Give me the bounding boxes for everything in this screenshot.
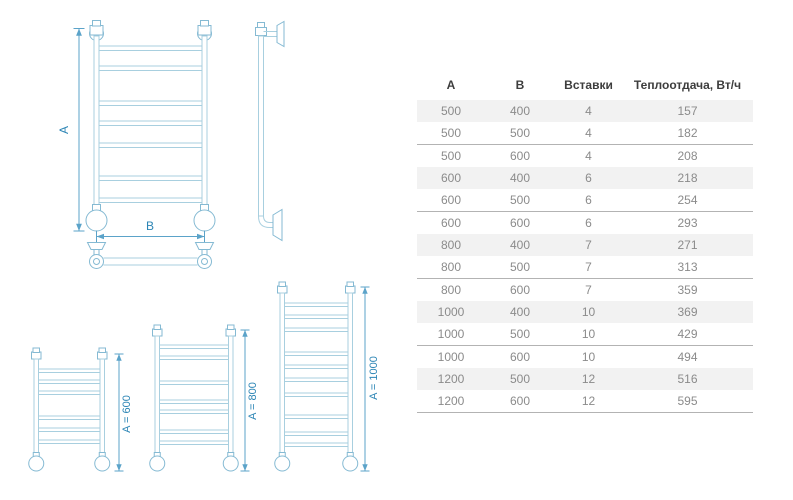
table-row: 800 600 7 359: [417, 279, 753, 302]
table-cell: 500: [485, 189, 555, 212]
table-cell: 400: [485, 234, 555, 256]
size-label-1000: A = 1000: [368, 356, 380, 400]
table-cell: 1000: [437, 350, 465, 364]
column-header-b: В: [515, 78, 525, 92]
table-cell: 293: [677, 216, 698, 230]
table-cell: 800: [417, 256, 485, 279]
table-cell: 12: [555, 368, 622, 390]
dimension-1000: A = 1000: [360, 286, 380, 472]
table-cell: 10: [555, 301, 622, 323]
table-cell: 600: [509, 149, 531, 163]
size-drawing-800: A = 800: [149, 324, 259, 472]
table-cell: 600: [440, 216, 462, 230]
table-cell: 182: [622, 122, 753, 145]
table-cell: 500: [485, 323, 555, 346]
table-cell: 429: [622, 323, 753, 346]
table-cell: 10: [555, 323, 622, 346]
table-cell: 600: [485, 390, 555, 413]
table-header-row: А В Вставки Теплоотдача, Вт/ч: [417, 76, 753, 100]
table-cell: 313: [622, 256, 753, 279]
table-cell: 500: [485, 368, 555, 390]
table-cell: 494: [677, 350, 698, 364]
table-cell: 1200: [417, 368, 485, 390]
table-cell: 500: [417, 100, 485, 122]
table-cell: 1000: [417, 323, 485, 346]
top-view-drawing: [86, 242, 215, 269]
table-cell: 359: [677, 283, 698, 297]
size-label-600: A = 600: [121, 395, 133, 433]
table-cell: 595: [622, 390, 753, 413]
table-cell: 157: [622, 100, 753, 122]
table-cell: 218: [622, 167, 753, 189]
table-cell: 400: [485, 301, 555, 323]
column-header-heat-output: Теплоотдача, Вт/ч: [633, 78, 742, 92]
table-cell: 7: [555, 256, 622, 279]
table-cell: 4: [555, 122, 622, 145]
table-cell: 516: [622, 368, 753, 390]
table-cell: 400: [485, 100, 555, 122]
table-cell: 600: [509, 283, 531, 297]
table-cell: 400: [485, 167, 555, 189]
column-header-inserts: Вставки: [564, 78, 613, 92]
dimension-label-a: A: [57, 126, 71, 134]
table-cell: 10: [581, 350, 596, 364]
rungs: [98, 45, 203, 203]
table-cell: 12: [555, 390, 622, 413]
table-cell: 4: [585, 149, 592, 163]
size-drawing-600: A = 600: [28, 347, 133, 472]
table-cell: 254: [622, 189, 753, 212]
table-cell: 6: [555, 167, 622, 189]
dimension-a: A: [57, 28, 85, 232]
table-row: 600 600 6 293: [417, 212, 753, 235]
table-cell: 500: [485, 122, 555, 145]
size-drawing-1000: A = 1000: [274, 281, 380, 472]
table-cell: 1200: [417, 390, 485, 413]
dimension-800: A = 800: [240, 329, 259, 472]
side-view-drawing: [255, 20, 285, 242]
dimension-600: A = 600: [114, 353, 133, 472]
table-cell: 600: [417, 167, 485, 189]
size-label-800: A = 800: [247, 382, 259, 420]
table-cell: 500: [417, 122, 485, 145]
top-fittings: [89, 20, 212, 41]
table-cell: 208: [677, 149, 698, 163]
table-cell: 600: [417, 189, 485, 212]
table-cell: 1000: [417, 301, 485, 323]
table-row: 500 600 4 208: [417, 145, 753, 168]
table-cell: 600: [509, 216, 531, 230]
table-cell: 6: [585, 216, 592, 230]
table-cell: 500: [440, 149, 462, 163]
table-cell: 800: [417, 234, 485, 256]
table-cell: 271: [622, 234, 753, 256]
table-cell: 4: [555, 100, 622, 122]
column-header-a: А: [446, 78, 456, 92]
table-cell: 500: [485, 256, 555, 279]
table-cell: 369: [622, 301, 753, 323]
dimension-b: B: [96, 219, 205, 243]
table-cell: 7: [555, 234, 622, 256]
table-cell: 6: [555, 189, 622, 212]
front-view-drawing: A: [57, 20, 216, 269]
table-cell: 800: [440, 283, 462, 297]
table-cell: 7: [585, 283, 592, 297]
dimension-label-b: B: [146, 219, 154, 233]
table-cell: 600: [509, 350, 531, 364]
table-row: 1000 600 10 494: [417, 346, 753, 369]
technical-drawings: A: [28, 20, 380, 472]
